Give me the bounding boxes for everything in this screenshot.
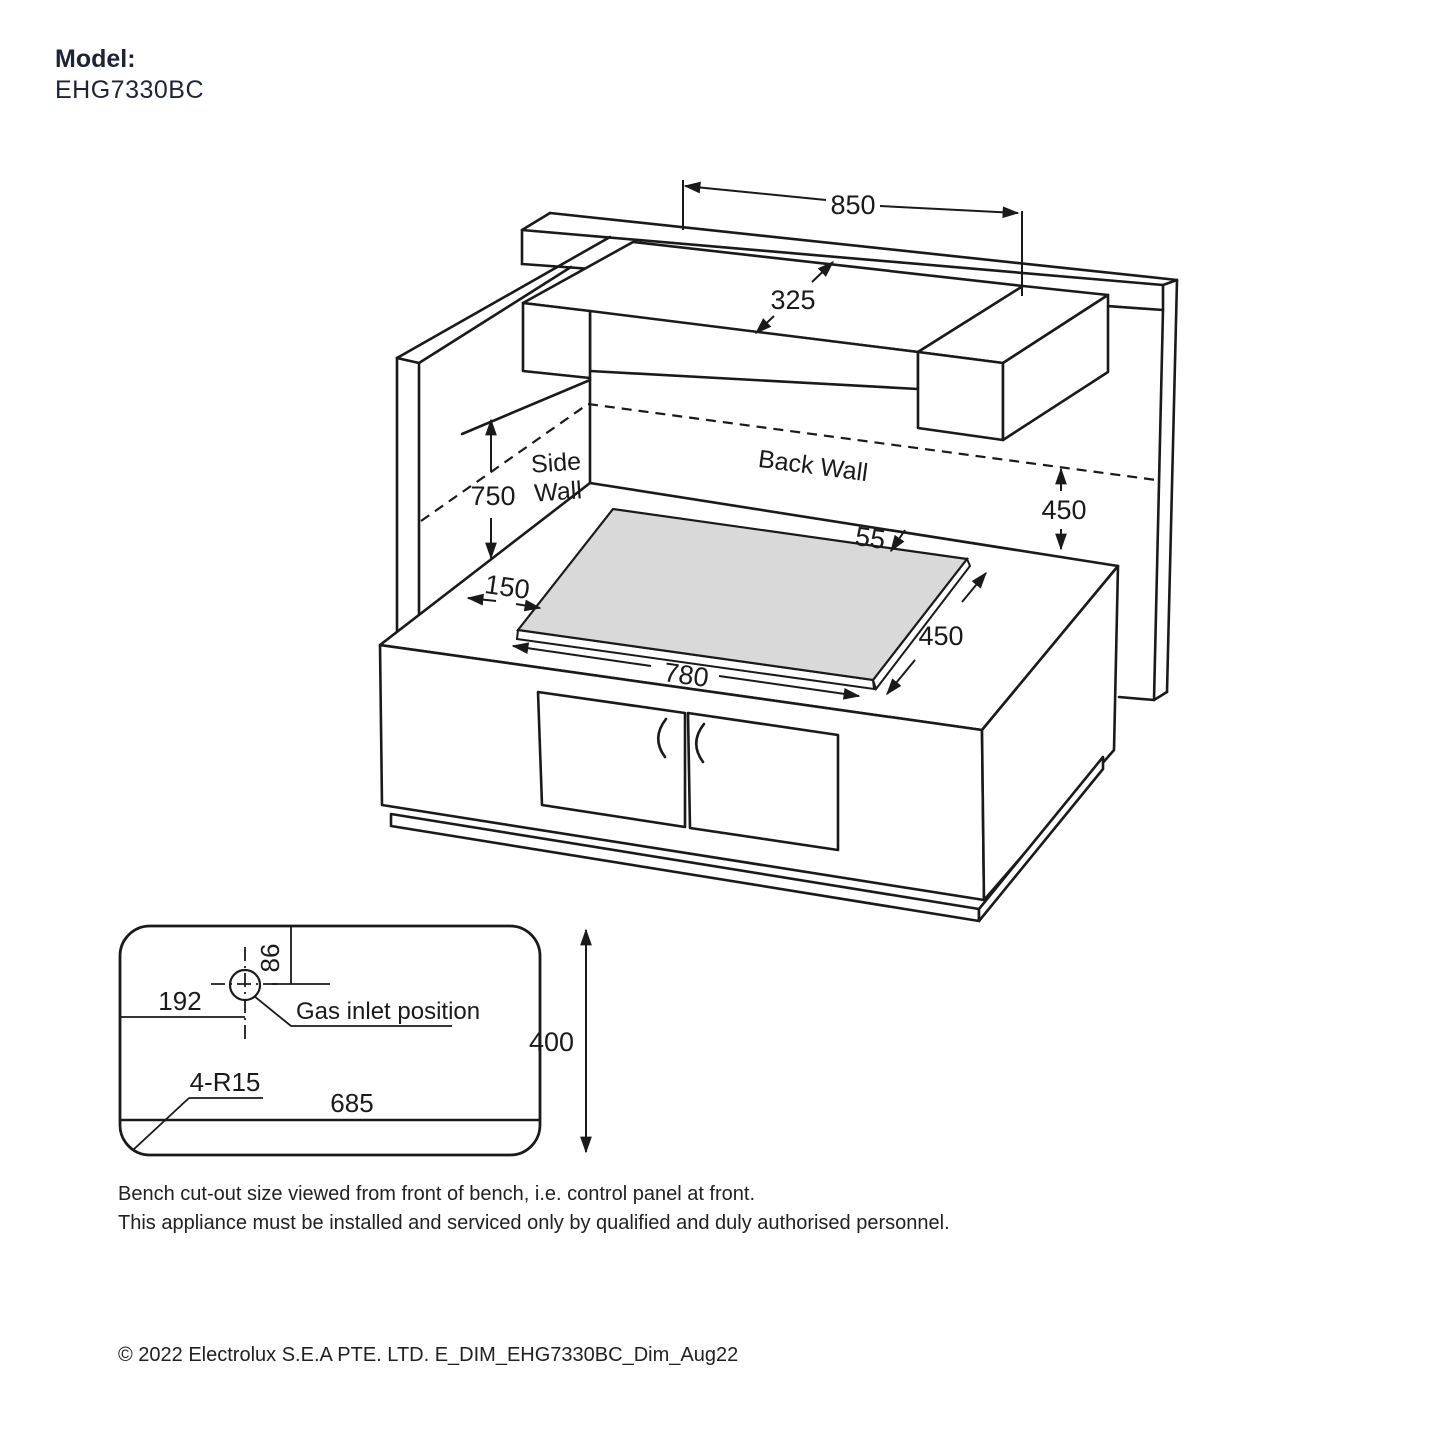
dim-hood-depth: 325 (754, 261, 835, 334)
dim-side-gap: 150 (466, 569, 542, 612)
cabinet-doors (536, 690, 840, 852)
dim-55-label: 55 (853, 521, 887, 555)
gas-inlet-callout: Gas inlet position (253, 995, 480, 1027)
left-door-handle (656, 717, 668, 759)
title-block: Model: EHG7330BC (55, 44, 204, 106)
copyright-line: © 2022 Electrolux S.E.A PTE. LTD. E_DIM_… (118, 1344, 739, 1366)
left-door (536, 690, 687, 829)
dim-850-label: 850 (830, 190, 875, 220)
dim-hob-depth: 450 (886, 571, 987, 696)
note-line-1: Bench cut-out size viewed from front of … (118, 1183, 756, 1205)
dim-750-label: 750 (470, 481, 515, 511)
hob (515, 507, 972, 692)
bench-right-face (980, 564, 1120, 902)
hood-right-box-front (916, 350, 1005, 442)
model-label: Model: (55, 45, 136, 73)
hob-glass-top (515, 507, 970, 682)
note-line-2: This appliance must be installed and ser… (118, 1212, 950, 1234)
back-wall-label: Back Wall (757, 445, 870, 487)
range-hood (521, 240, 1110, 442)
dim-86-label: 86 (255, 944, 285, 973)
side-wall-label-line2: Wall (533, 476, 583, 507)
side-wall-label-line1: Side (530, 447, 582, 478)
hood-level-reference-line (460, 378, 592, 436)
side-wall-panel (395, 235, 612, 636)
right-door (686, 711, 840, 852)
dim-325-label: 325 (770, 285, 815, 315)
dim-back-gap: 55 (853, 521, 906, 555)
dim-gas-offset-top: 86 (255, 927, 330, 985)
dim-685-label: 685 (330, 1088, 373, 1118)
isometric-view: 850 325 750 450 (378, 180, 1179, 923)
dim-hood-width: 850 (682, 180, 1023, 296)
dim-r15-label: 4-R15 (190, 1067, 261, 1097)
model-number: EHG7330BC (55, 76, 205, 104)
dim-gas-offset-left: 192 (121, 986, 245, 1018)
right-door-handle (694, 722, 706, 764)
dim-450-wall-label: 450 (1041, 495, 1086, 525)
dim-450-hob-label: 450 (918, 621, 963, 651)
gas-inlet-label: Gas inlet position (296, 998, 480, 1025)
corner-radius-callout: 4-R15 (132, 1067, 263, 1151)
hood-left-end-box (521, 301, 592, 380)
installation-notes: Bench cut-out size viewed from front of … (118, 1180, 950, 1238)
clearance-dashed-line (420, 402, 1157, 522)
dim-hob-width: 780 (511, 642, 861, 700)
plinth-right (977, 755, 1105, 923)
cutout-view: 86 192 Gas inlet position 4-R15 685 400 (118, 924, 592, 1157)
dim-780-label: 780 (662, 657, 711, 693)
dim-150-label: 150 (483, 569, 532, 605)
dim-cutout-depth: 400 (529, 928, 592, 1154)
hood-right-box-side (1001, 293, 1110, 442)
dim-clearance-side: 750 (470, 418, 516, 560)
dim-400-label: 400 (529, 1027, 574, 1057)
dim-192-label: 192 (158, 986, 201, 1016)
dim-clearance-back: 450 (1041, 467, 1087, 551)
